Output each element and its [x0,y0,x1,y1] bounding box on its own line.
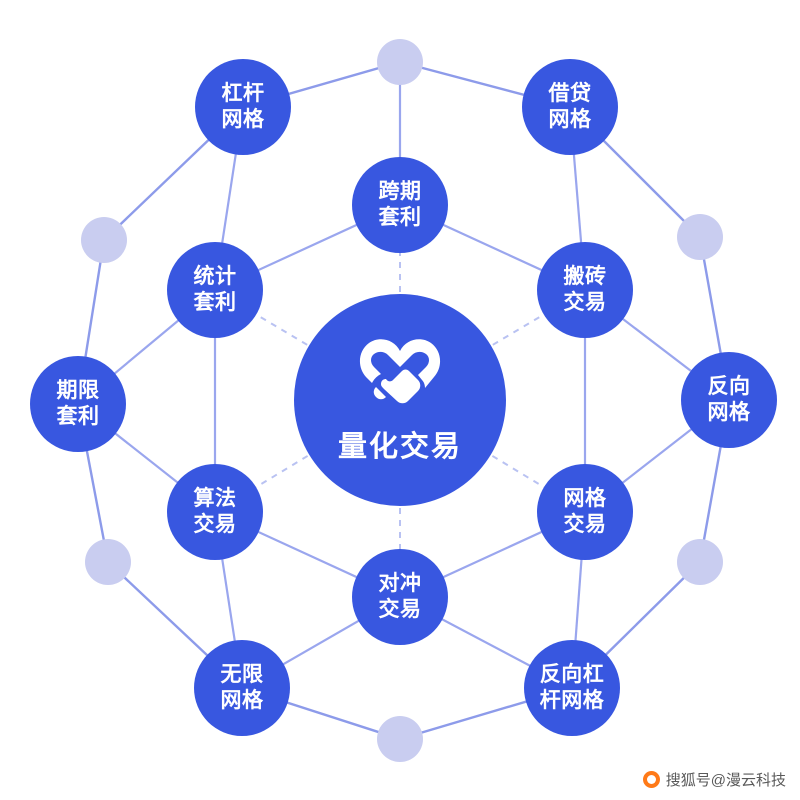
node-label: 反向 网格 [707,375,751,424]
node-outer-leverage-grid[interactable]: 杠杆 网格 [195,59,291,155]
ring-dot [377,716,423,762]
center-node[interactable]: 量化交易 [294,294,506,506]
node-label: 杠杆 网格 [221,82,265,131]
ring-dot [677,539,723,585]
node-inner-statistical-arbitrage[interactable]: 统计 套利 [167,242,263,338]
node-label: 算法 交易 [193,487,237,536]
node-label: 无限 网格 [220,663,264,712]
ring-dot [677,214,723,260]
node-outer-reverse-grid[interactable]: 反向 网格 [681,352,777,448]
node-label: 跨期 套利 [378,180,422,229]
node-label: 搬砖 交易 [563,265,607,314]
sohu-logo-icon [642,771,660,788]
ring-dot [85,539,131,585]
watermark: 搜狐号@漫云科技 [642,769,786,790]
ring-dot [377,39,423,85]
center-label: 量化交易 [337,431,462,463]
node-label: 借贷 网格 [548,82,592,131]
node-inner-algorithmic-trading[interactable]: 算法 交易 [167,464,263,560]
ring-dot [81,217,127,263]
node-outer-term-arbitrage[interactable]: 期限 套利 [30,356,126,452]
node-inner-grid-trading[interactable]: 网格 交易 [537,464,633,560]
node-inner-cross-exchange-arbitrage[interactable]: 搬砖 交易 [537,242,633,338]
watermark-text: 搜狐号@漫云科技 [665,772,786,789]
node-outer-lending-grid[interactable]: 借贷 网格 [522,59,618,155]
node-label: 反向杠 杆网格 [539,663,605,712]
node-outer-reverse-leverage-grid[interactable]: 反向杠 杆网格 [524,640,620,736]
node-label: 期限 套利 [56,379,100,428]
node-label: 统计 套利 [193,265,237,314]
node-inner-hedge-trading[interactable]: 对冲 交易 [352,549,448,645]
node-label: 网格 交易 [563,487,607,536]
node-inner-calendar-arbitrage[interactable]: 跨期 套利 [352,157,448,253]
node-outer-infinite-grid[interactable]: 无限 网格 [194,640,290,736]
node-label: 对冲 交易 [378,572,422,621]
handshake-heart-logo-icon [359,339,441,404]
